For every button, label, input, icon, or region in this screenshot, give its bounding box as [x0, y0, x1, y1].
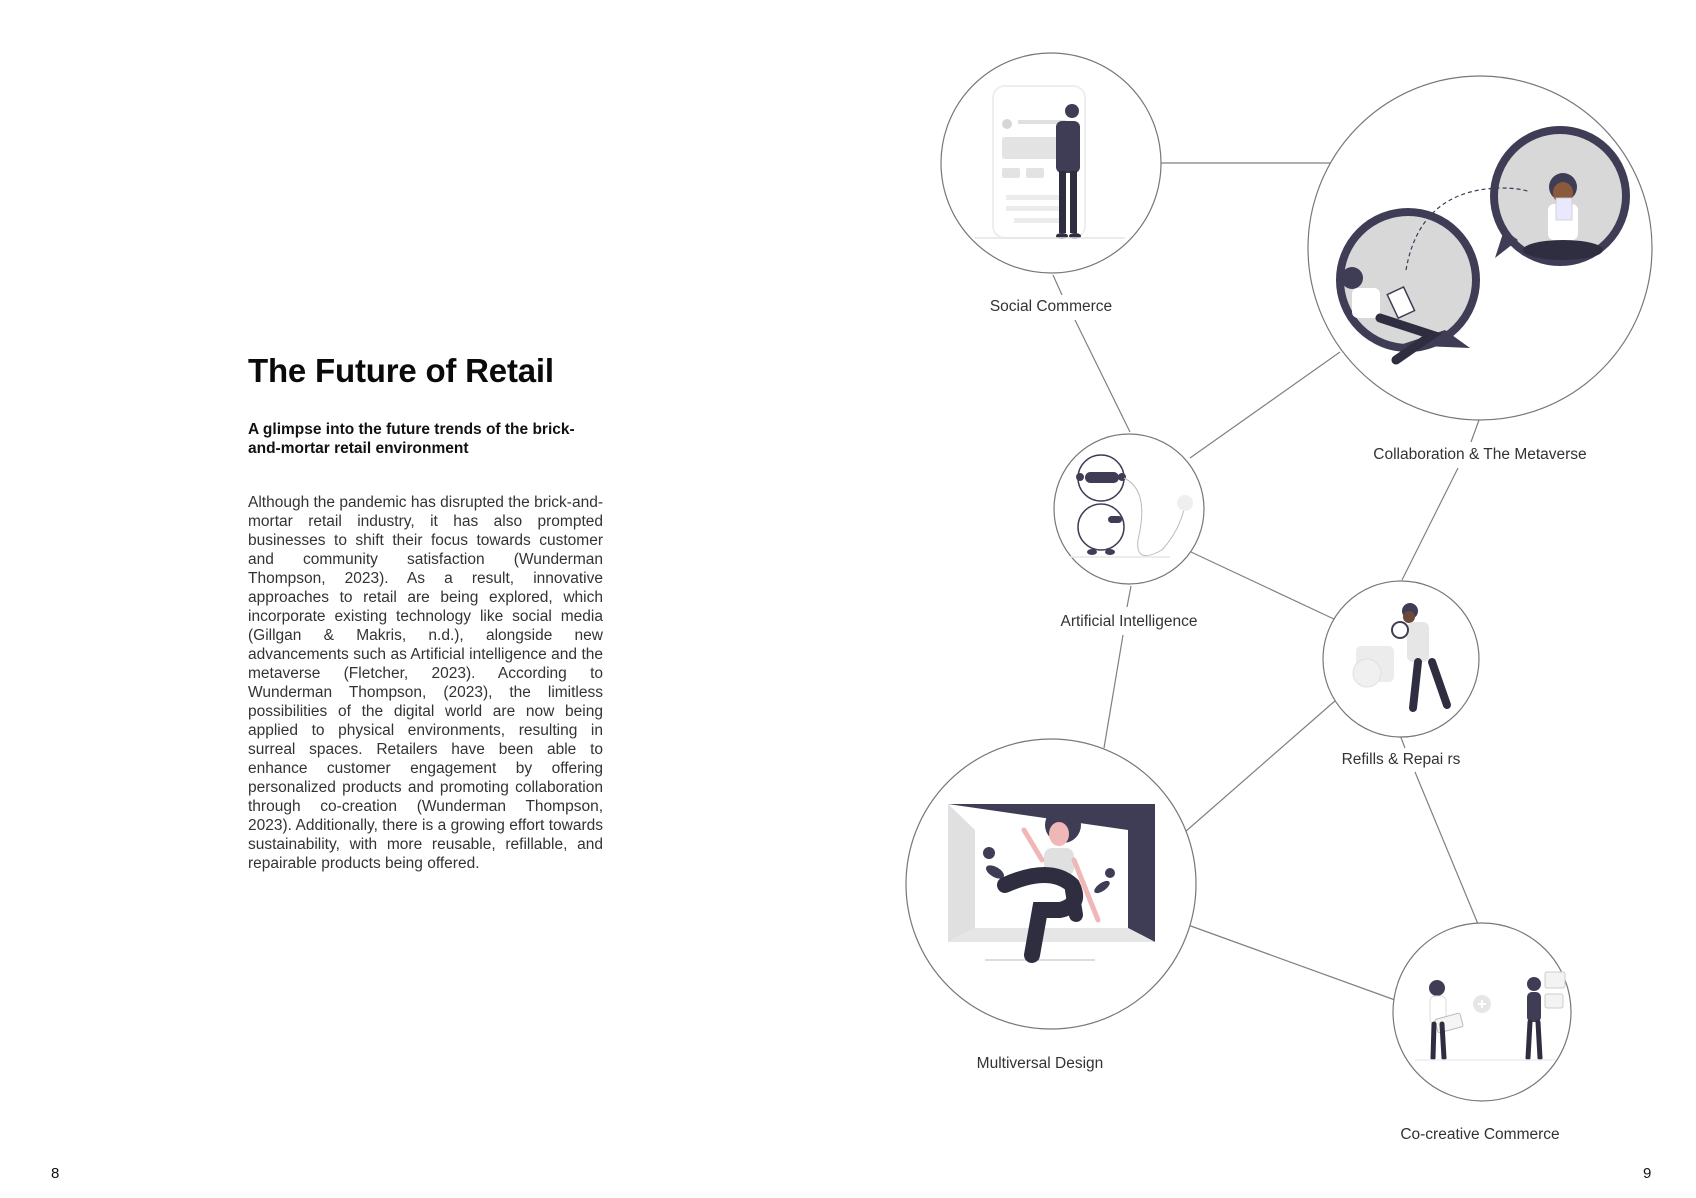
connector-social-label-top — [1052, 274, 1063, 296]
seated-person-icon — [1523, 173, 1603, 260]
node-social-commerce — [940, 52, 1162, 274]
person-with-laptop-icon — [1341, 267, 1442, 365]
woman-stepping-through-icon — [997, 807, 1101, 963]
connector-collab-refills — [1401, 467, 1459, 581]
connector-refills-cocreative — [1414, 771, 1479, 925]
node-label-multiversal-design: Multiversal Design — [977, 1055, 1104, 1072]
connector-collab-ai — [1189, 351, 1341, 459]
node-artificial-intelligence — [1053, 433, 1205, 585]
node-circle — [1322, 580, 1480, 738]
person-repairing-icon — [1352, 603, 1451, 712]
page-subtitle: A glimpse into the future trends of the … — [248, 421, 575, 457]
portal-frame-icon — [948, 804, 1155, 961]
connector-refills-multiversal — [1184, 699, 1337, 833]
node-refills-repairs — [1322, 580, 1480, 738]
page-number-left: 8 — [51, 1165, 60, 1182]
node-multiversal-design — [905, 738, 1197, 1030]
connector-ai-refills — [1190, 551, 1337, 621]
body-paragraph: Although the pandemic has disrupted the … — [248, 494, 603, 872]
node-label-collaboration-metaverse: Collaboration & The Metaverse — [1373, 446, 1586, 463]
node-label-social-commerce: Social Commerce — [990, 298, 1112, 315]
connector-multiversal-cocreative — [1187, 924, 1396, 1001]
node-collaboration-metaverse — [1307, 75, 1653, 421]
page-title: The Future of Retail — [248, 352, 554, 389]
page-number-right: 9 — [1643, 1165, 1652, 1182]
robot-icon — [1070, 454, 1193, 558]
node-circle — [940, 52, 1162, 274]
connector-social-ai — [1074, 319, 1131, 433]
node-label-artificial-intelligence: Artificial Intelligence — [1061, 613, 1198, 630]
node-label-cocreative-commerce: Co-creative Commerce — [1400, 1126, 1559, 1143]
connector-ai-multiversal — [1103, 634, 1124, 749]
node-cocreative-commerce — [1392, 922, 1572, 1102]
standing-person-icon — [975, 104, 1125, 239]
node-label-refills-repairs: Refills & Repai rs — [1342, 751, 1461, 768]
connector-collab-label — [1470, 419, 1480, 443]
connector-ai-label — [1126, 585, 1132, 608]
two-people-cocreating-icon — [1415, 971, 1566, 1061]
